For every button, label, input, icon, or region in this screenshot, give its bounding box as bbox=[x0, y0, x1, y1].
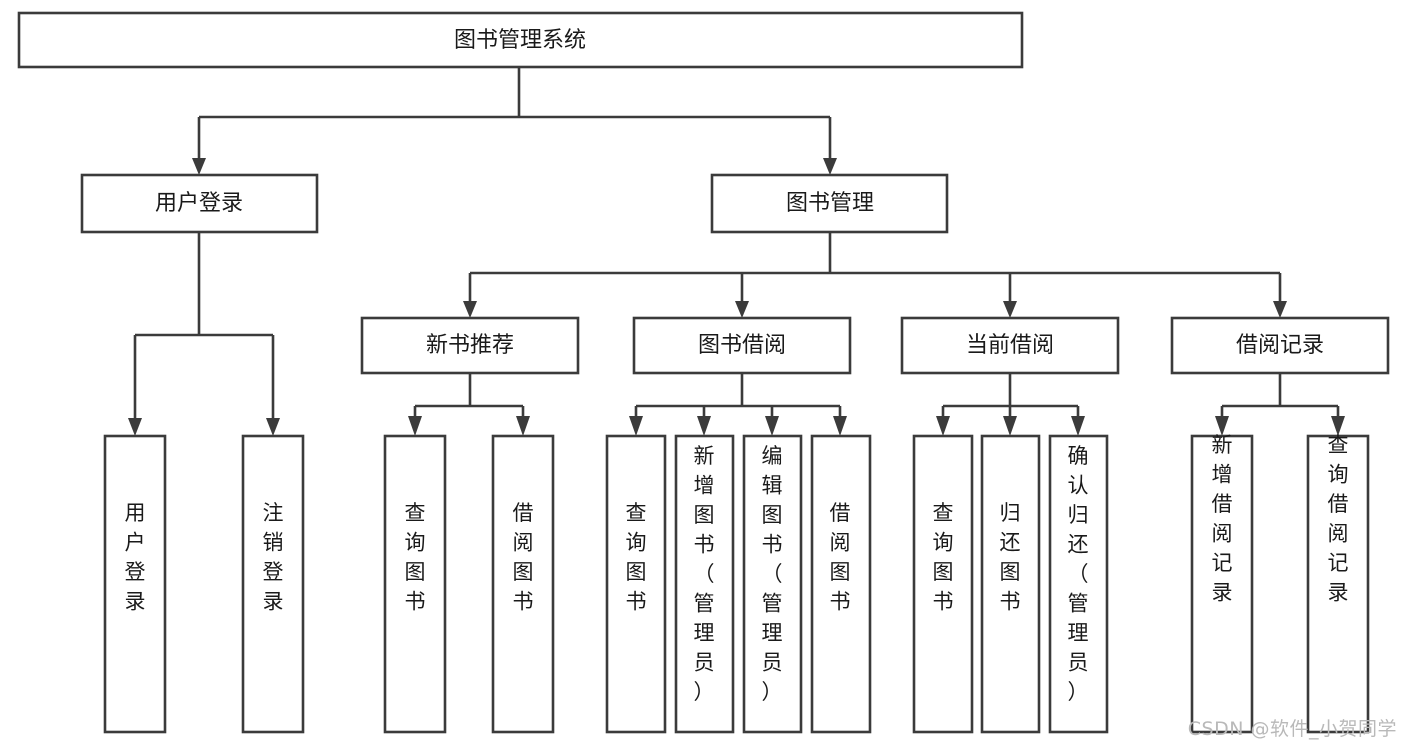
arrow-record-to-leaf-1 bbox=[1215, 416, 1229, 436]
node-borrow-record-label: 借阅记录 bbox=[1236, 333, 1324, 358]
arrow-book-mgmt-to-borrow bbox=[735, 301, 749, 318]
arrow-book-mgmt-to-current bbox=[1003, 301, 1017, 318]
node-book-management[interactable]: 图书管理 bbox=[710, 173, 949, 234]
arrow-book-mgmt-to-record bbox=[1273, 301, 1287, 318]
node-borrow-record[interactable]: 借阅记录 bbox=[1170, 316, 1390, 375]
leaf-user-login-2[interactable] bbox=[241, 434, 305, 734]
node-root-box[interactable] bbox=[17, 11, 1024, 69]
node-book-borrow-box[interactable] bbox=[632, 316, 852, 375]
leaf-borrow-3-box[interactable] bbox=[742, 434, 803, 734]
connector-layer bbox=[128, 67, 1345, 436]
leaf-user-login-2-label: 注销登录 bbox=[263, 501, 284, 614]
leaf-borrow-2[interactable] bbox=[674, 434, 735, 734]
arrow-book-mgmt-to-new-book bbox=[463, 301, 477, 318]
node-book-management-label: 图书管理 bbox=[786, 191, 874, 216]
arrow-borrow-to-leaf-4 bbox=[833, 416, 847, 436]
arrow-root-to-book-mgmt bbox=[823, 158, 837, 175]
csdn-watermark: CSDN @软件_小贺同学 bbox=[1187, 718, 1397, 740]
leaf-label-layer: 用户登录 注销登录 查询图书 借阅图书 查询图书 新增图书（管理员） 编辑图书（… bbox=[125, 433, 1349, 704]
leaf-record-1[interactable] bbox=[1190, 434, 1254, 734]
arrow-new-book-to-leaf-2 bbox=[516, 416, 530, 436]
leaf-new-book-2-label: 借阅图书 bbox=[513, 501, 534, 614]
leaf-current-2[interactable] bbox=[980, 434, 1041, 734]
leaf-new-book-1[interactable] bbox=[383, 434, 447, 734]
leaf-current-1-label: 查询图书 bbox=[933, 501, 954, 614]
node-user-login-box[interactable] bbox=[80, 173, 319, 234]
leaf-current-1-box[interactable] bbox=[912, 434, 974, 734]
leaf-current-2-box[interactable] bbox=[980, 434, 1041, 734]
leaf-borrow-2-box[interactable] bbox=[674, 434, 735, 734]
node-new-book-recommend[interactable]: 新书推荐 bbox=[360, 316, 580, 375]
node-book-borrow-label: 图书借阅 bbox=[698, 333, 786, 358]
node-current-borrow-label: 当前借阅 bbox=[966, 333, 1054, 358]
leaf-current-2-label: 归还图书 bbox=[1000, 501, 1021, 614]
node-user-login[interactable]: 用户登录 bbox=[80, 173, 319, 234]
node-root[interactable]: 图书管理系统 bbox=[17, 11, 1024, 69]
leaf-borrow-1-label: 查询图书 bbox=[626, 501, 647, 614]
leaf-user-login-2-box[interactable] bbox=[241, 434, 305, 734]
leaf-borrow-4-label: 借阅图书 bbox=[830, 501, 851, 614]
leaf-borrow-3[interactable] bbox=[742, 434, 803, 734]
leaf-user-login-1[interactable] bbox=[103, 434, 167, 734]
node-book-management-box[interactable] bbox=[710, 173, 949, 234]
node-new-book-recommend-label: 新书推荐 bbox=[426, 333, 514, 358]
node-current-borrow[interactable]: 当前借阅 bbox=[900, 316, 1120, 375]
leaf-record-1-label: 新增借阅记录 bbox=[1212, 433, 1233, 605]
arrow-borrow-to-leaf-1 bbox=[629, 416, 643, 436]
node-root-label: 图书管理系统 bbox=[454, 28, 586, 53]
arrow-current-to-leaf-2 bbox=[1003, 416, 1017, 436]
arrow-current-to-leaf-1 bbox=[936, 416, 950, 436]
node-new-book-recommend-box[interactable] bbox=[360, 316, 580, 375]
node-current-borrow-box[interactable] bbox=[900, 316, 1120, 375]
leaf-user-login-1-label: 用户登录 bbox=[125, 501, 146, 614]
node-book-borrow[interactable]: 图书借阅 bbox=[632, 316, 852, 375]
node-user-login-label: 用户登录 bbox=[155, 191, 243, 216]
leaf-borrow-1-box[interactable] bbox=[605, 434, 667, 734]
leaf-borrow-3-label: 编辑图书（管理员） bbox=[762, 444, 783, 704]
arrow-borrow-to-leaf-3 bbox=[765, 416, 779, 436]
leaf-current-1[interactable] bbox=[912, 434, 974, 734]
leaf-new-book-2[interactable] bbox=[491, 434, 555, 734]
node-borrow-record-box[interactable] bbox=[1170, 316, 1390, 375]
leaf-record-1-box[interactable] bbox=[1190, 434, 1254, 734]
arrow-root-to-user-login bbox=[192, 158, 206, 175]
arrow-new-book-to-leaf-1 bbox=[408, 416, 422, 436]
leaf-borrow-1[interactable] bbox=[605, 434, 667, 734]
leaf-borrow-4-box[interactable] bbox=[810, 434, 872, 734]
leaf-new-book-2-box[interactable] bbox=[491, 434, 555, 734]
arrow-current-to-leaf-3 bbox=[1071, 416, 1085, 436]
leaf-current-3[interactable] bbox=[1048, 434, 1109, 734]
leaf-current-3-label: 确认归还（管理员） bbox=[1068, 444, 1089, 704]
leaf-record-2[interactable] bbox=[1306, 434, 1370, 734]
arrow-user-login-to-leaf-1 bbox=[128, 418, 142, 436]
leaf-new-book-1-label: 查询图书 bbox=[405, 501, 426, 614]
arrow-record-to-leaf-2 bbox=[1331, 416, 1345, 436]
leaf-borrow-2-label: 新增图书（管理员） bbox=[694, 444, 715, 704]
leaf-user-login-1-box[interactable] bbox=[103, 434, 167, 734]
leaf-record-2-box[interactable] bbox=[1306, 434, 1370, 734]
leaf-new-book-1-box[interactable] bbox=[383, 434, 447, 734]
leaf-borrow-4[interactable] bbox=[810, 434, 872, 734]
arrow-user-login-to-leaf-2 bbox=[266, 418, 280, 436]
leaf-record-2-label: 查询借阅记录 bbox=[1328, 433, 1349, 605]
leaf-current-3-box[interactable] bbox=[1048, 434, 1109, 734]
arrow-borrow-to-leaf-2 bbox=[697, 416, 711, 436]
